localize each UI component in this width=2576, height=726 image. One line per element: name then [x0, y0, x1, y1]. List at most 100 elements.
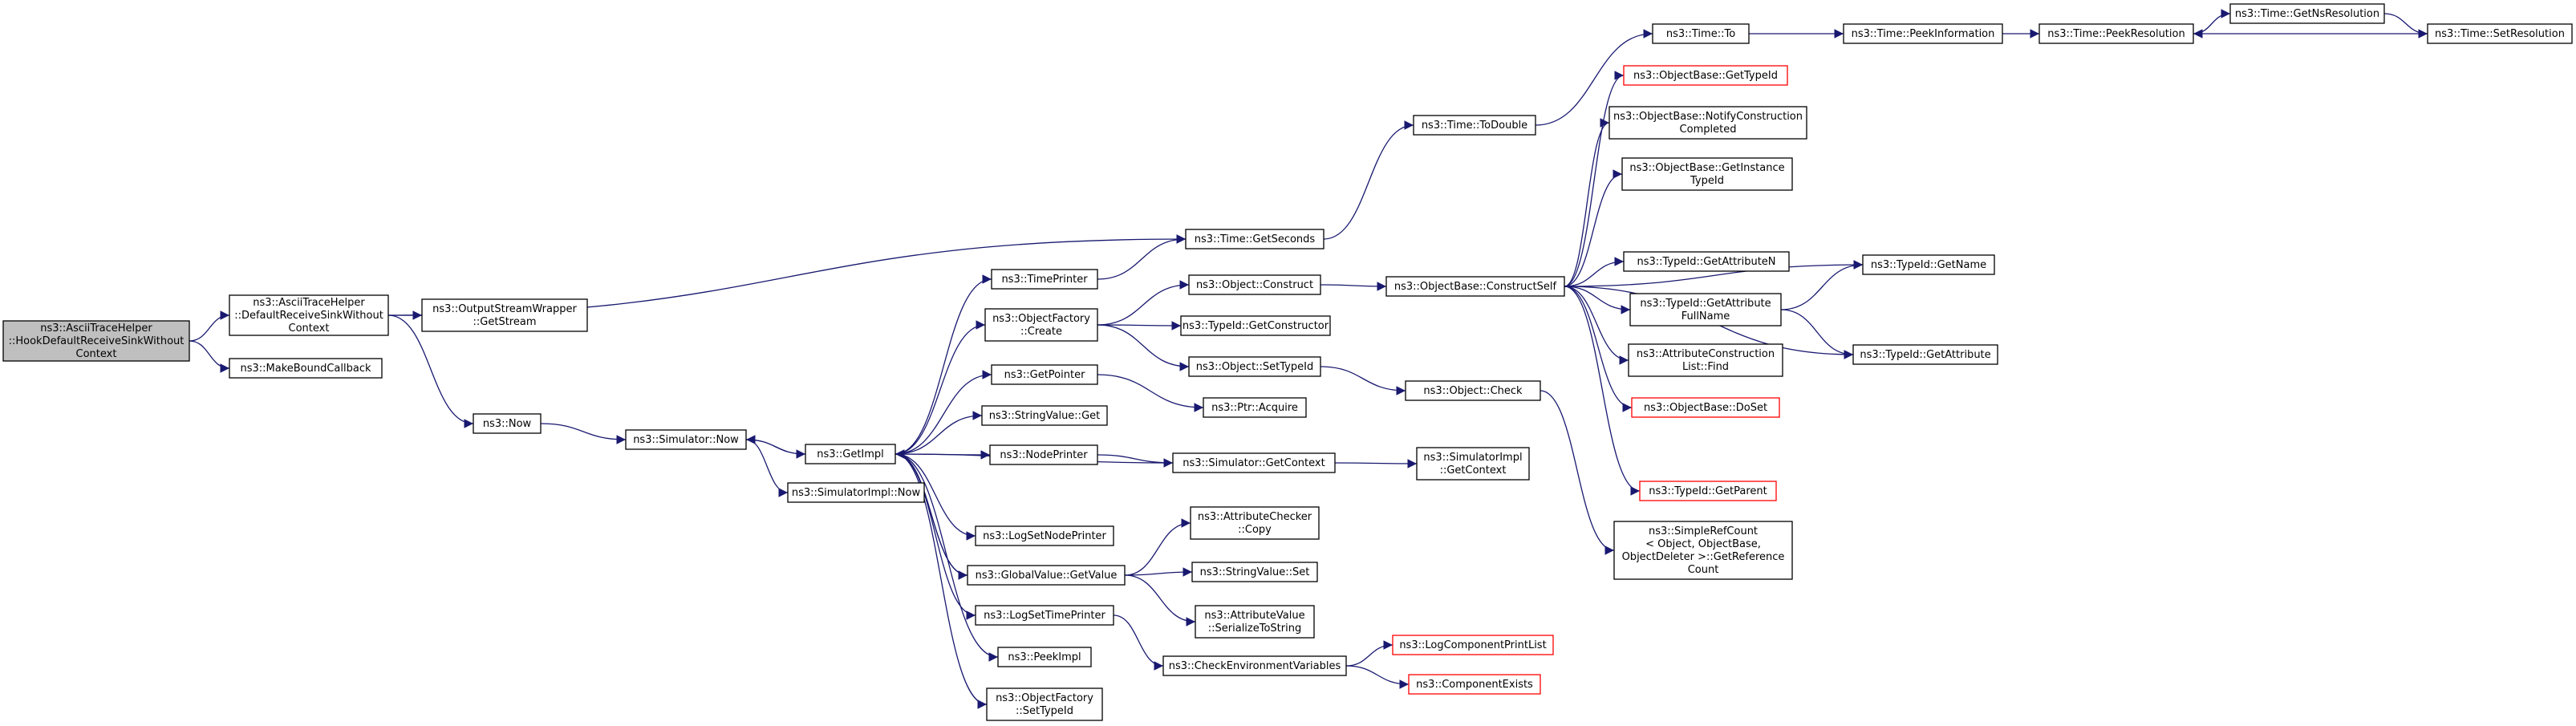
node-label: ns3::Simulator::Now	[633, 434, 739, 446]
edge-getseconds-to-todouble	[1323, 120, 1414, 240]
node-simplerefcount[interactable]: ns3::SimpleRefCount< Object, ObjectBase,…	[1613, 521, 1793, 580]
node-tidgetattr[interactable]: ns3::TypeId::GetAttribute	[1852, 344, 1998, 365]
node-simimplgetctx[interactable]: ns3::SimulatorImpl::GetContext	[1416, 447, 1530, 481]
node-label: ns3::TimePrinter	[1001, 274, 1088, 286]
node-obdoset[interactable]: ns3::ObjectBase::DoSet	[1631, 397, 1780, 418]
node-drsc[interactable]: ns3::AsciiTraceHelper::DefaultReceiveSin…	[229, 294, 389, 336]
edge-getpointer-to-ptracquire	[1097, 374, 1204, 412]
node-obconstructself[interactable]: ns3::ObjectBase::ConstructSelf	[1385, 276, 1565, 297]
node-timeprinter[interactable]: ns3::TimePrinter	[991, 269, 1098, 290]
edge-simnow-to-simimplnow	[745, 439, 789, 497]
edge-tidgetattrfull-to-tidgetattr	[1780, 309, 1854, 359]
node-box	[1639, 481, 1777, 501]
node-label: ::Copy	[1238, 524, 1272, 536]
node-label: ::SetTypeId	[1016, 705, 1073, 717]
node-getpointer[interactable]: ns3::GetPointer	[991, 364, 1098, 385]
node-label: ::Create	[1020, 326, 1062, 338]
node-simnow[interactable]: ns3::Simulator::Now	[625, 429, 747, 450]
node-tidgetctor[interactable]: ns3::TypeId::GetConstructor	[1180, 315, 1331, 336]
edge-gvgetvalue-to-svset	[1124, 567, 1193, 577]
node-objsettypeid[interactable]: ns3::Object::SetTypeId	[1188, 356, 1321, 377]
node-now[interactable]: ns3::Now	[473, 413, 542, 434]
node-obnotify[interactable]: ns3::ObjectBase::NotifyConstructionCompl…	[1608, 106, 1807, 140]
edge-obconstructself-to-tidgetparent	[1564, 286, 1641, 496]
node-simimplnow[interactable]: ns3::SimulatorImpl::Now	[787, 482, 925, 503]
node-getseconds[interactable]: ns3::Time::GetSeconds	[1185, 229, 1325, 249]
node-objconstruct[interactable]: ns3::Object::Construct	[1188, 274, 1321, 295]
node-simgetctx[interactable]: ns3::Simulator::GetContext	[1172, 452, 1336, 473]
node-label: ns3::ObjectBase::DoSet	[1644, 402, 1767, 414]
node-objcheck[interactable]: ns3::Object::Check	[1405, 380, 1541, 401]
node-logcompprint[interactable]: ns3::LogComponentPrintList	[1392, 635, 1554, 655]
node-svset[interactable]: ns3::StringValue::Set	[1191, 562, 1318, 582]
node-ofsettypeid[interactable]: ns3::ObjectFactory::SetTypeId	[986, 687, 1103, 721]
node-obgettypeid[interactable]: ns3::ObjectBase::GetTypeId	[1623, 65, 1788, 86]
edge-gvgetvalue-to-avser	[1124, 574, 1196, 627]
node-box	[1623, 251, 1790, 272]
node-compexists[interactable]: ns3::ComponentExists	[1408, 674, 1541, 695]
node-box	[1188, 274, 1321, 295]
node-todouble[interactable]: ns3::Time::ToDouble	[1413, 115, 1536, 136]
node-logsetnode[interactable]: ns3::LogSetNodePrinter	[975, 525, 1114, 546]
node-ofcreate[interactable]: ns3::ObjectFactory::Create	[984, 308, 1098, 342]
node-accopy[interactable]: ns3::AttributeChecker::Copy	[1190, 506, 1320, 540]
node-osw[interactable]: ns3::OutputStreamWrapper::GetStream	[421, 298, 588, 332]
node-box	[1652, 23, 1750, 44]
node-label: ns3::GetImpl	[817, 448, 884, 460]
node-peekinfo[interactable]: ns3::Time::PeekInformation	[1843, 23, 2003, 44]
node-label: ns3::Time::GetSeconds	[1195, 233, 1316, 245]
node-box	[1852, 344, 1998, 365]
node-label: ns3::ObjectBase::NotifyConstruction	[1613, 111, 1803, 123]
node-tidgetparent[interactable]: ns3::TypeId::GetParent	[1639, 481, 1777, 501]
node-checkenv[interactable]: ns3::CheckEnvironmentVariables	[1162, 655, 1347, 676]
node-mbc[interactable]: ns3::MakeBoundCallback	[229, 358, 383, 379]
node-box	[2229, 3, 2385, 24]
node-label: ::GetContext	[1440, 464, 1507, 477]
node-logsettime[interactable]: ns3::LogSetTimePrinter	[975, 605, 1114, 626]
node-box	[2427, 23, 2573, 44]
node-avser[interactable]: ns3::AttributeValue::SerializeToString	[1195, 605, 1315, 639]
node-box	[1621, 157, 1793, 191]
node-label: ns3::Object::Construct	[1196, 279, 1313, 291]
node-peekimpl[interactable]: ns3::PeekImpl	[997, 647, 1092, 667]
edge-todouble-to-timeto	[1535, 29, 1653, 126]
node-label: ns3::ObjectFactory	[996, 692, 1093, 704]
node-box	[1195, 605, 1315, 639]
node-box	[975, 605, 1114, 626]
node-nodeprinter[interactable]: ns3::NodePrinter	[989, 444, 1098, 465]
node-label: Count	[1688, 564, 1719, 576]
node-label: ns3::StringValue::Get	[989, 410, 1100, 422]
node-tidgetattrn[interactable]: ns3::TypeId::GetAttributeN	[1623, 251, 1790, 272]
node-box	[1162, 655, 1347, 676]
node-label: ns3::GlobalValue::GetValue	[976, 570, 1118, 582]
node-box	[1623, 65, 1788, 86]
node-getnsres[interactable]: ns3::Time::GetNsResolution	[2229, 3, 2385, 24]
node-setres[interactable]: ns3::Time::SetResolution	[2427, 23, 2573, 44]
node-box	[2, 320, 190, 362]
node-label: List::Find	[1682, 361, 1729, 373]
node-getimpl[interactable]: ns3::GetImpl	[805, 444, 896, 464]
node-box	[805, 444, 896, 464]
node-label: ObjectDeleter >::GetReference	[1622, 551, 1785, 563]
node-gvgetvalue[interactable]: ns3::GlobalValue::GetValue	[967, 565, 1126, 586]
node-label: ns3::TypeId::GetAttribute	[1860, 349, 1990, 361]
node-tidgetname[interactable]: ns3::TypeId::GetName	[1862, 254, 1995, 275]
node-root[interactable]: ns3::AsciiTraceHelper::HookDefaultReceiv…	[2, 320, 190, 362]
node-box	[1613, 521, 1793, 580]
node-label: ns3::AsciiTraceHelper	[253, 297, 365, 309]
edge-objcheck-to-simplerefcount	[1540, 390, 1615, 555]
node-svget[interactable]: ns3::StringValue::Get	[981, 405, 1108, 426]
node-label: ns3::ObjectBase::ConstructSelf	[1394, 281, 1557, 293]
node-label: ns3::Ptr::Acquire	[1211, 402, 1298, 414]
edge-getimpl-to-peekimpl	[895, 453, 999, 662]
node-label: ns3::LogComponentPrintList	[1399, 639, 1546, 651]
node-peekres[interactable]: ns3::Time::PeekResolution	[2038, 23, 2194, 44]
node-timeto[interactable]: ns3::Time::To	[1652, 23, 1750, 44]
node-label: ns3::StringValue::Set	[1200, 566, 1310, 578]
node-ptracquire[interactable]: ns3::Ptr::Acquire	[1203, 397, 1307, 418]
edge-drsc-to-now	[387, 314, 474, 428]
node-box	[421, 298, 588, 332]
